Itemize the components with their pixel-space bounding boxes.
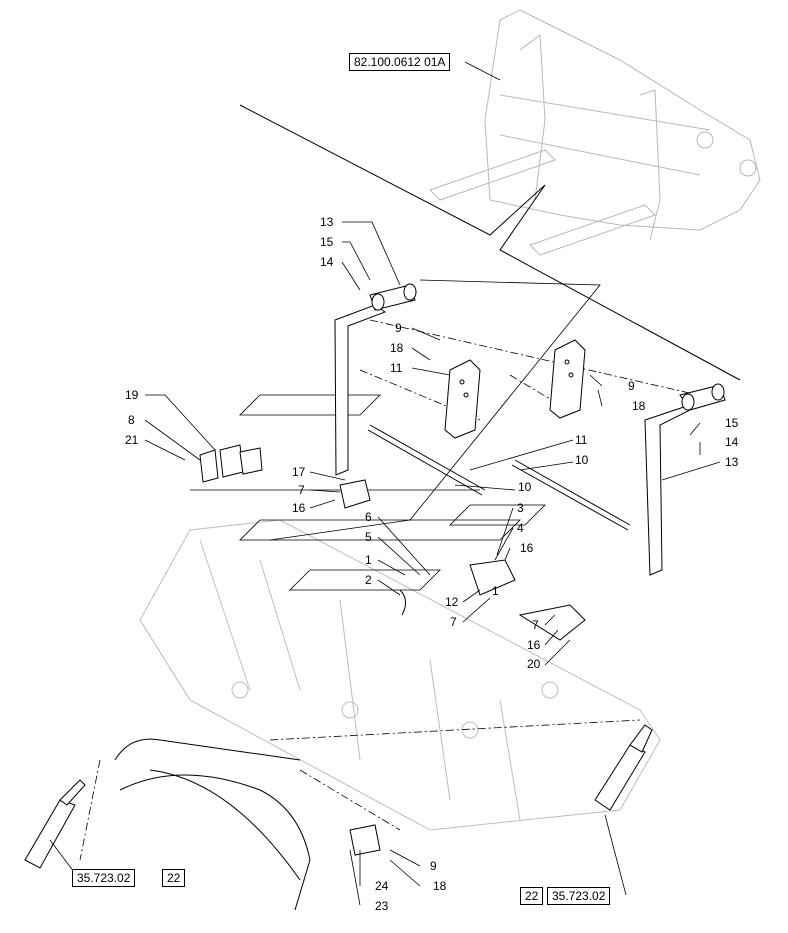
- hoses: [114, 738, 311, 911]
- callout-13-right: 13: [725, 455, 739, 469]
- callout-7-middle: 7: [450, 615, 457, 629]
- fork-attachment-ghost: [429, 9, 761, 256]
- fork-arm-left: [334, 283, 417, 476]
- callout-10-upper: 10: [575, 453, 589, 467]
- callout-9-bottom: 9: [430, 859, 437, 873]
- callout-18-upper-left: 18: [390, 341, 404, 355]
- callout-11-left: 11: [390, 361, 403, 375]
- callout-12: 12: [445, 595, 459, 609]
- callout-15-right: 15: [725, 416, 739, 430]
- leader-lines: [49, 61, 721, 906]
- callout-15-left: 15: [320, 235, 334, 249]
- callout-9-upper-left: 9: [395, 321, 402, 335]
- callout-1-left: 1: [365, 553, 372, 567]
- callout-20: 20: [527, 657, 541, 671]
- callout-1-right: 1: [492, 584, 499, 598]
- callout-21: 21: [125, 433, 139, 447]
- callout-14-right: 14: [725, 435, 739, 449]
- callout-11-right: 11: [575, 433, 588, 447]
- callout-16-lower: 16: [527, 638, 541, 652]
- cylinder-right: [594, 724, 653, 811]
- callout-9-upper-right: 9: [628, 379, 635, 393]
- reference-box-top[interactable]: 82.100.0612 01A: [349, 53, 451, 71]
- callout-23: 23: [375, 899, 389, 913]
- callout-4: 4: [517, 521, 524, 535]
- callout-19: 19: [125, 388, 139, 402]
- reference-box-left-code[interactable]: 35.723.02: [72, 869, 136, 887]
- callout-18-upper-right: 18: [632, 399, 646, 413]
- callout-6: 6: [365, 510, 372, 524]
- callout-7-lower: 7: [532, 618, 539, 632]
- reference-box-right-code[interactable]: 35.723.02: [547, 887, 611, 905]
- callout-16-middle: 16: [520, 541, 534, 555]
- reference-box-right-page[interactable]: 22: [520, 887, 544, 905]
- callout-17: 17: [292, 465, 306, 479]
- fork-arm-right: [644, 383, 726, 576]
- cylinder-left: [24, 779, 86, 869]
- callout-2: 2: [365, 573, 372, 587]
- separator-lines: [239, 104, 741, 381]
- shafts: [367, 424, 631, 531]
- callout-24: 24: [375, 879, 389, 893]
- callout-10-lower: 10: [518, 480, 532, 494]
- callout-18-bottom: 18: [433, 879, 447, 893]
- bracket-left: [444, 359, 481, 439]
- reference-box-left-page[interactable]: 22: [162, 869, 186, 887]
- bucket-ghost: [139, 519, 661, 831]
- callout-14-left: 14: [320, 255, 334, 269]
- callout-8: 8: [128, 413, 135, 427]
- callout-16-upper: 16: [292, 501, 306, 515]
- small-parts: [199, 444, 586, 856]
- bracket-right: [549, 339, 586, 419]
- callout-7-upper: 7: [298, 483, 305, 497]
- callout-3: 3: [517, 501, 524, 515]
- callout-5: 5: [365, 530, 372, 544]
- callout-13-left: 13: [320, 215, 334, 229]
